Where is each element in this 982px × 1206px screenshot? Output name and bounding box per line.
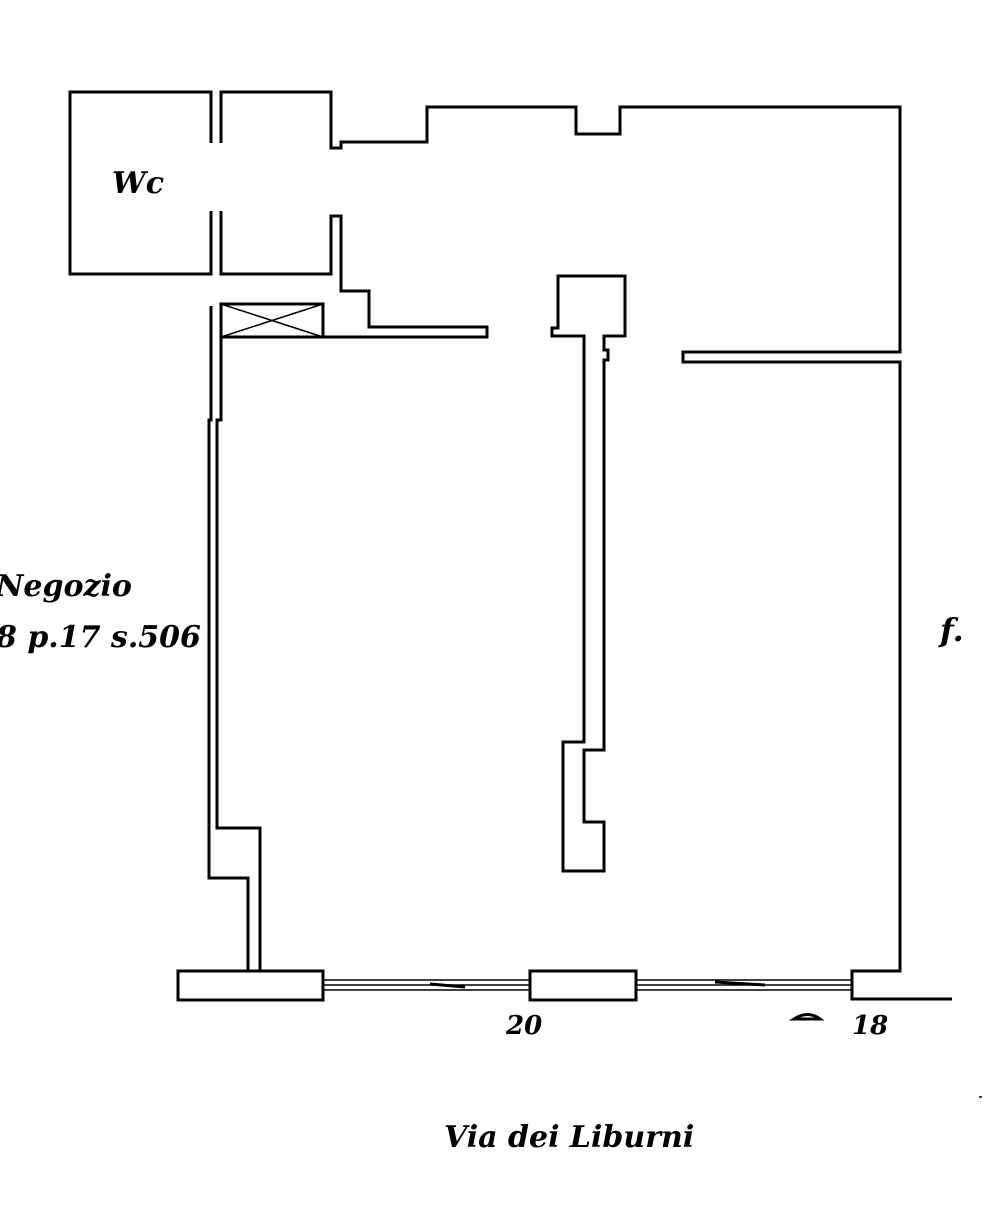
neighbor-label-line1: Negozio: [0, 569, 132, 604]
wc-label: Wc: [112, 166, 164, 201]
front-facade: [176, 969, 852, 1002]
central-partition: [550, 274, 627, 873]
civic-number-right: 18: [852, 1011, 888, 1041]
step-mark: [788, 1013, 825, 1021]
neighbor-label-line2: 8 p.17 s.506: [0, 620, 201, 655]
right-edge-label: f.: [938, 611, 964, 649]
street-name-label: Via dei Liburni: [444, 1120, 694, 1155]
wc-room: [68, 90, 952, 1001]
civic-number-left: 20: [505, 1011, 542, 1041]
shaft-box: [219, 302, 325, 339]
left-wall: [207, 306, 262, 971]
